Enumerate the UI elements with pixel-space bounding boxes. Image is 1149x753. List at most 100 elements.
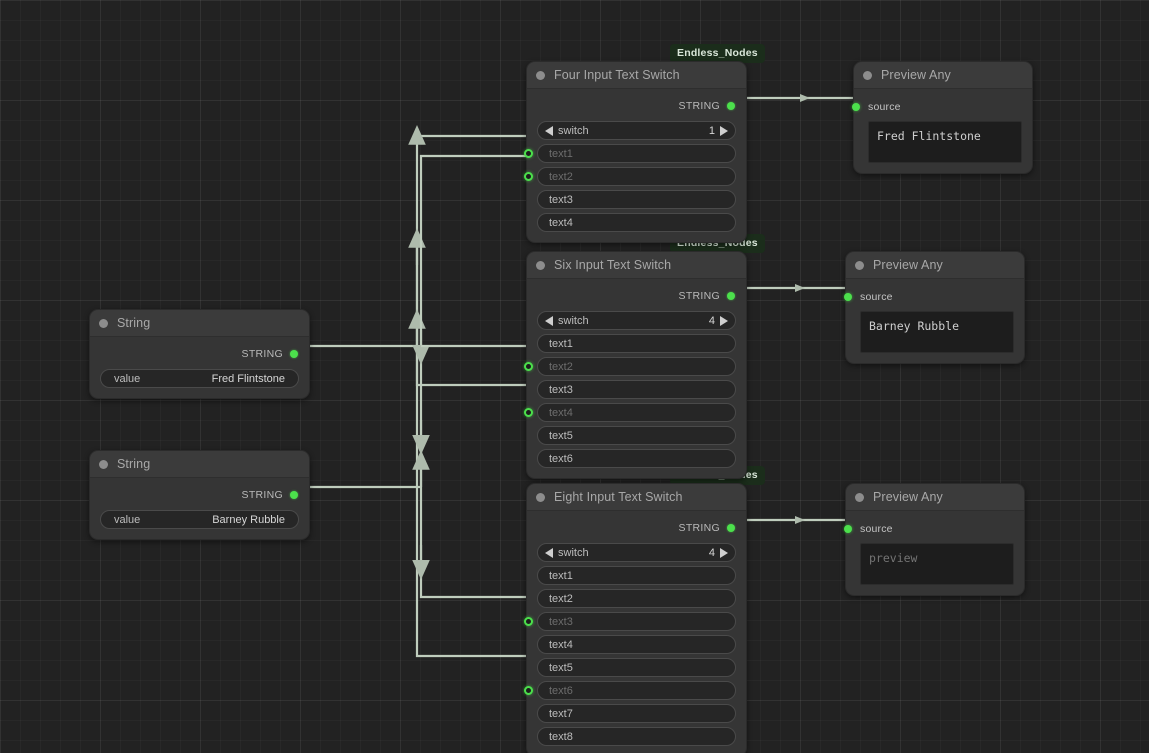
widget-value-text: 4 [708,546,715,559]
node-title: Preview Any [873,490,943,504]
widget-label: text1 [549,569,573,582]
input-socket-source-icon[interactable] [844,293,852,301]
node-header[interactable]: String [90,310,309,337]
input-socket-source-icon[interactable] [844,525,852,533]
widget-text1[interactable]: text1 [524,144,736,163]
node-preview-any-1[interactable]: Preview Any source Fred Flintstone [852,61,1033,174]
output-row-string[interactable]: STRING [537,285,736,307]
collapse-dot-icon[interactable] [99,459,108,469]
widget-text3[interactable]: text3 [524,612,736,631]
input-socket-text6-icon[interactable] [524,686,533,695]
node-title: Four Input Text Switch [554,68,680,82]
widget-switch[interactable]: switch 4 [537,543,736,562]
input-row-source[interactable]: source [852,98,1022,116]
preview-output-text: preview [860,543,1014,585]
node-header[interactable]: Preview Any [846,252,1024,279]
node-preview-any-3[interactable]: Preview Any source preview [844,483,1025,596]
output-label: STRING [241,489,283,501]
input-socket-text1-icon[interactable] [524,149,533,158]
node-header[interactable]: Eight Input Text Switch [527,484,746,511]
widget-label: text2 [549,360,573,373]
node-header[interactable]: Six Input Text Switch [527,252,746,279]
widget-value-text: Fred Flintstone [211,372,285,385]
widget-text3[interactable]: text3 [537,380,736,399]
node-title: String [117,316,151,330]
preview-output-text: Fred Flintstone [868,121,1022,163]
output-row-string[interactable]: STRING [537,517,736,539]
chevron-right-icon[interactable] [720,547,728,558]
widget-text2[interactable]: text2 [524,167,736,186]
chevron-right-icon[interactable] [720,125,728,136]
chevron-left-icon[interactable] [545,125,553,136]
widget-text7[interactable]: text7 [537,704,736,723]
collapse-dot-icon[interactable] [863,70,872,80]
collapse-dot-icon[interactable] [99,318,108,328]
node-four-input-text-switch[interactable]: Four Input Text Switch STRING switch 1 t… [524,61,747,243]
input-label: source [860,523,893,535]
collapse-dot-icon[interactable] [855,492,864,502]
output-socket-icon[interactable] [290,491,298,499]
widget-text6[interactable]: text6 [537,449,736,468]
widget-label: text5 [549,661,573,674]
input-socket-text3-icon[interactable] [524,617,533,626]
widget-value-text: 1 [708,124,715,137]
node-header[interactable]: String [90,451,309,478]
node-header[interactable]: Preview Any [854,62,1032,89]
widget-switch[interactable]: switch 4 [537,311,736,330]
widget-text2[interactable]: text2 [524,357,736,376]
node-preview-any-2[interactable]: Preview Any source Barney Rubble [844,251,1025,364]
input-socket-text4-icon[interactable] [524,408,533,417]
output-label: STRING [678,522,720,534]
widget-text5[interactable]: text5 [537,658,736,677]
widget-text4[interactable]: text4 [537,213,736,232]
output-row-string[interactable]: STRING [100,343,299,365]
widget-text1[interactable]: text1 [537,566,736,585]
widget-text4[interactable]: text4 [524,403,736,422]
input-label: source [868,101,901,113]
node-body: STRING value Barney Rubble [90,478,309,539]
collapse-dot-icon[interactable] [855,260,864,270]
widget-text1[interactable]: text1 [537,334,736,353]
widget-switch[interactable]: switch 1 [537,121,736,140]
output-socket-icon[interactable] [727,102,735,110]
widget-text3[interactable]: text3 [537,190,736,209]
chevron-left-icon[interactable] [545,315,553,326]
node-body: STRING switch 4 text1 text2 text3 [524,279,746,478]
widget-text8[interactable]: text8 [537,727,736,746]
collapse-dot-icon[interactable] [536,260,545,270]
node-header[interactable]: Four Input Text Switch [527,62,746,89]
widget-text6[interactable]: text6 [524,681,736,700]
input-row-source[interactable]: source [844,288,1014,306]
output-row-string[interactable]: STRING [100,484,299,506]
widget-value[interactable]: value Fred Flintstone [100,369,299,388]
node-eight-input-text-switch[interactable]: Eight Input Text Switch STRING switch 4 … [524,483,747,753]
node-body: source preview [844,511,1024,595]
collapse-dot-icon[interactable] [536,70,545,80]
output-socket-icon[interactable] [727,292,735,300]
node-string-1[interactable]: String STRING value Fred Flintstone [89,309,310,399]
widget-text2[interactable]: text2 [537,589,736,608]
widget-text4[interactable]: text4 [537,635,736,654]
widget-text5[interactable]: text5 [537,426,736,445]
collapse-dot-icon[interactable] [536,492,545,502]
output-label: STRING [678,100,720,112]
output-socket-icon[interactable] [290,350,298,358]
widget-label: text1 [549,147,573,160]
chevron-right-icon[interactable] [720,315,728,326]
node-header[interactable]: Preview Any [846,484,1024,511]
node-six-input-text-switch[interactable]: Six Input Text Switch STRING switch 4 te… [524,251,747,479]
input-row-source[interactable]: source [844,520,1014,538]
node-body: source Fred Flintstone [852,89,1032,173]
output-row-string[interactable]: STRING [537,95,736,117]
input-socket-source-icon[interactable] [852,103,860,111]
widget-value[interactable]: value Barney Rubble [100,510,299,529]
input-socket-text2-icon[interactable] [524,172,533,181]
output-socket-icon[interactable] [727,524,735,532]
input-socket-text2-icon[interactable] [524,362,533,371]
chevron-left-icon[interactable] [545,547,553,558]
wire-string1-to-four-text1 [408,125,530,346]
widget-label: text1 [549,337,573,350]
node-string-2[interactable]: String STRING value Barney Rubble [89,450,310,540]
arrow-eight-to-preview3 [795,516,805,524]
